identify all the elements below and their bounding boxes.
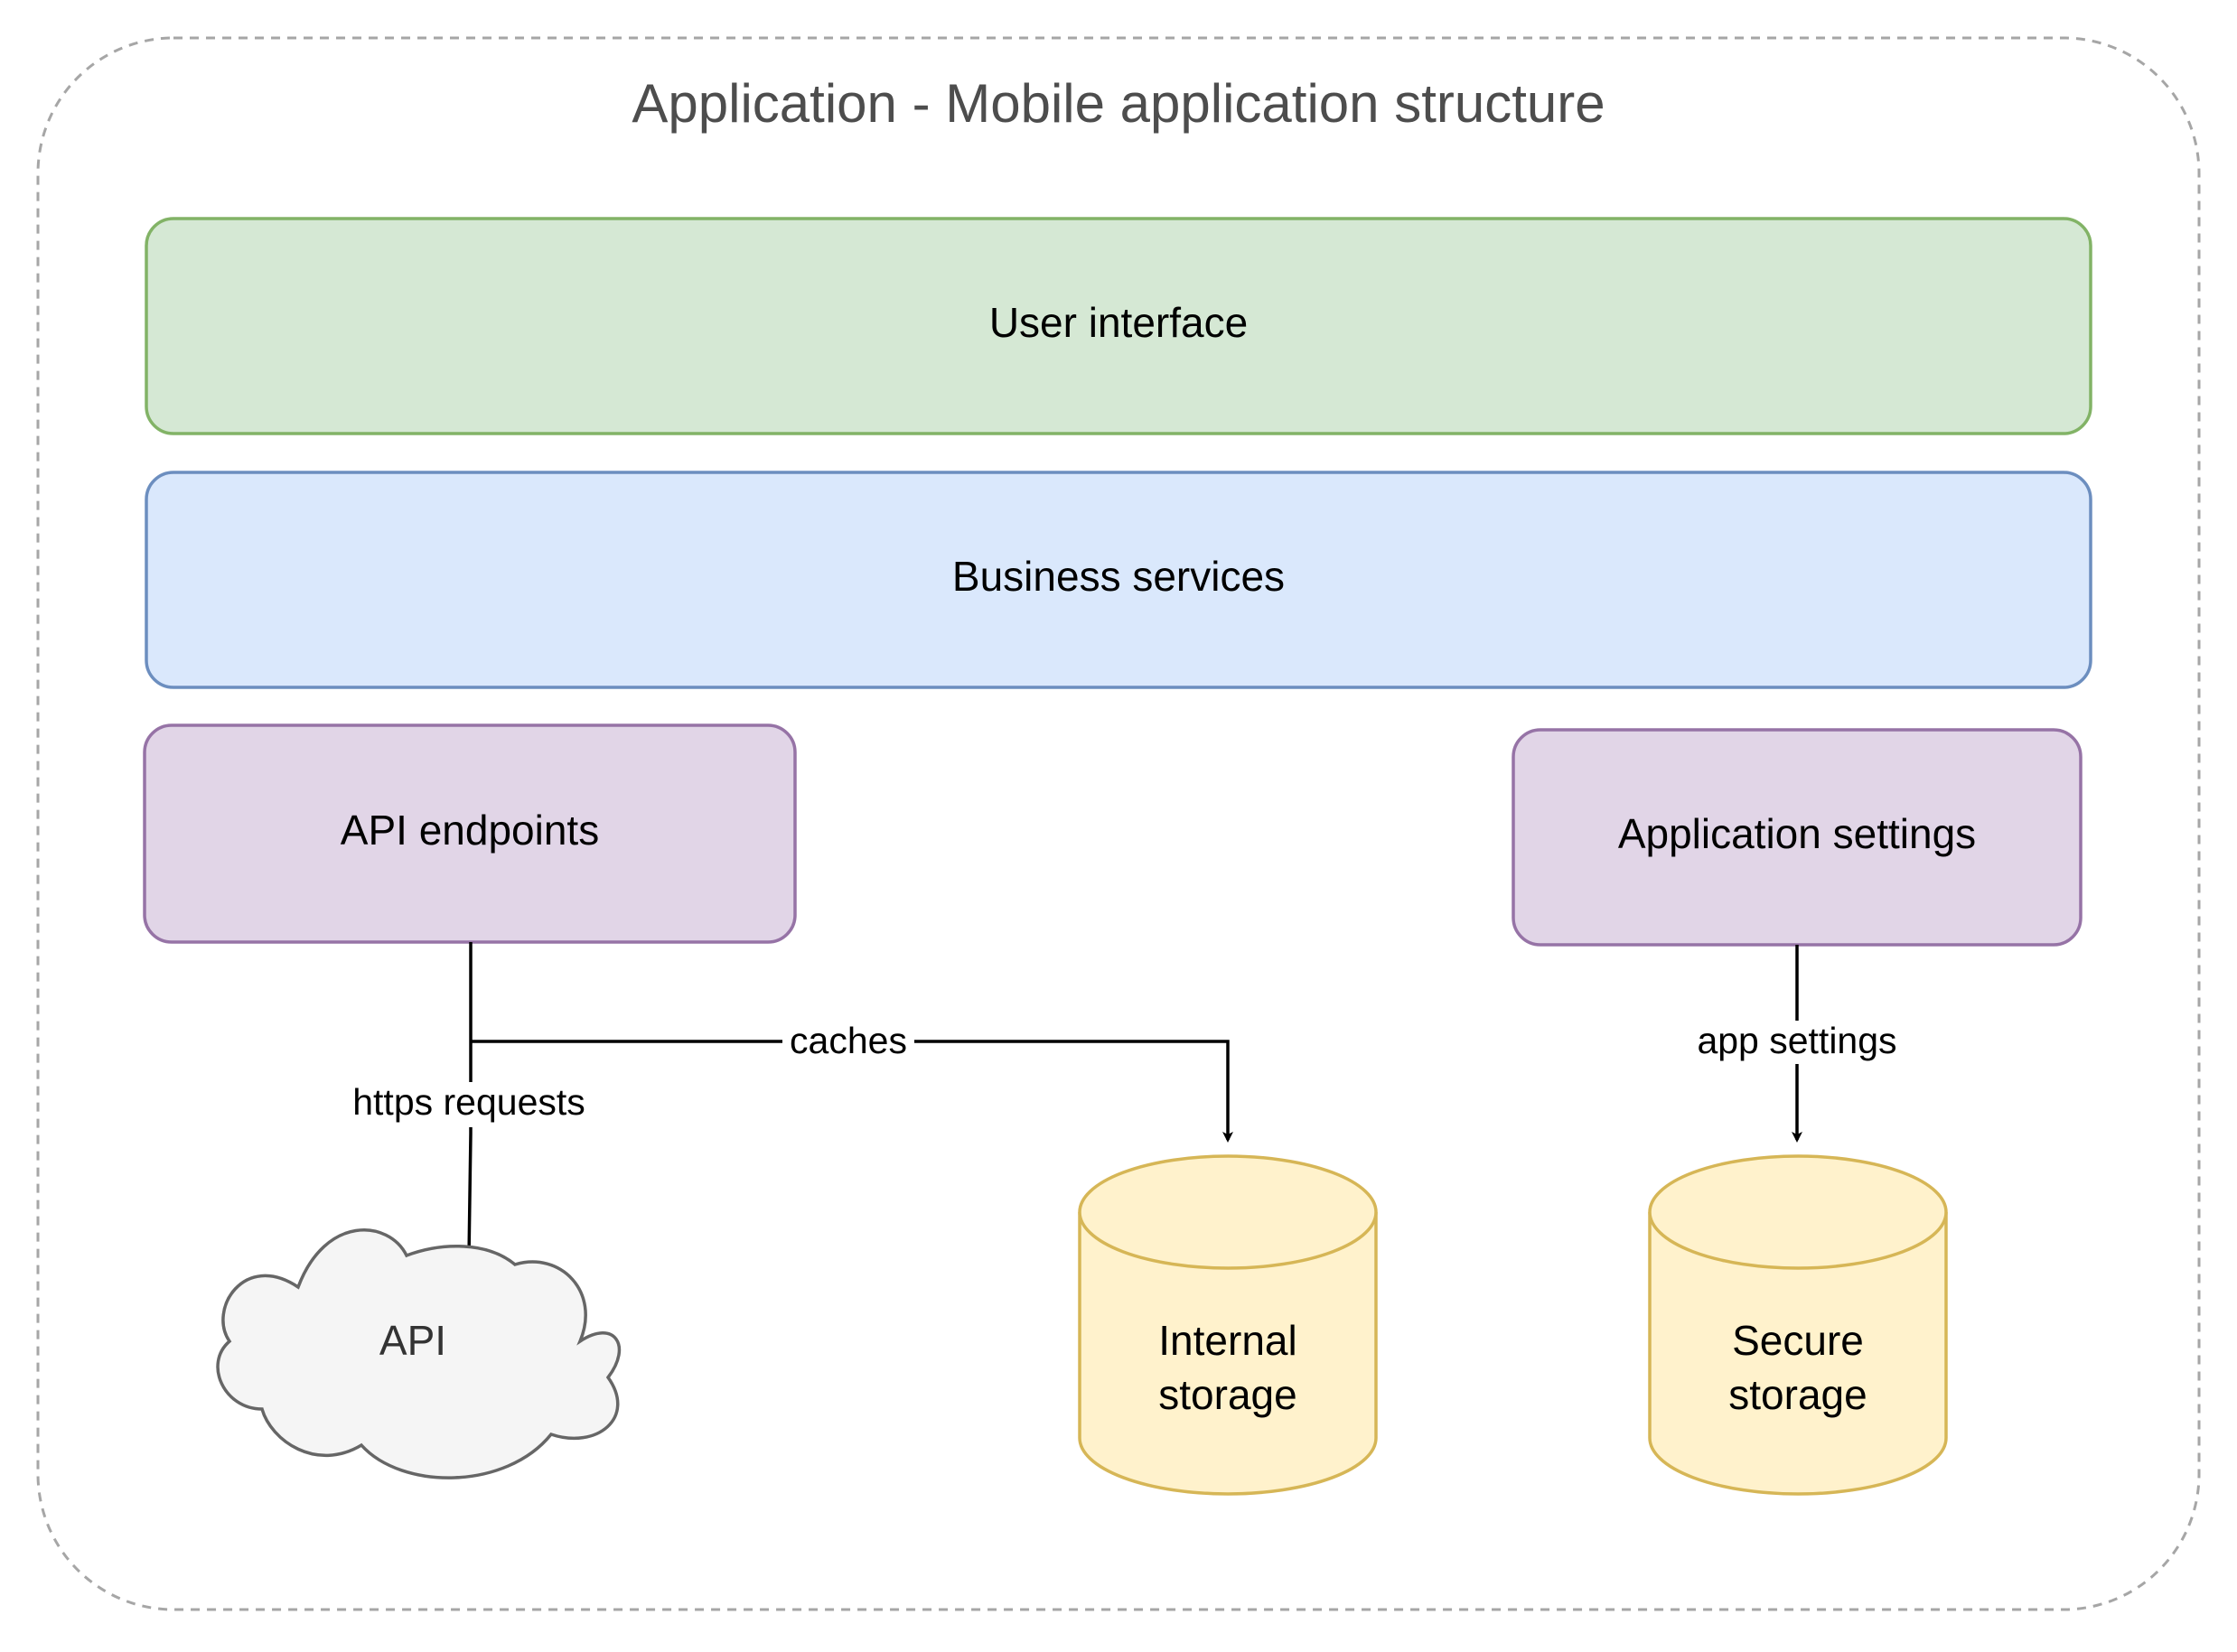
user-interface-node[interactable]: User interface — [145, 217, 2092, 435]
api-cloud-label: API — [379, 1317, 446, 1364]
database-icon — [1648, 1212, 1948, 1496]
api-endpoints-node[interactable]: API endpoints — [143, 723, 797, 944]
secure-storage-label-line2: storage — [1728, 1371, 1867, 1418]
api-cloud-node[interactable]: API — [216, 1228, 622, 1479]
edge-https-requests: https requests — [336, 942, 605, 1261]
diagram-title: Application - Mobile application structu… — [632, 73, 1605, 134]
secure-storage-label-line1: Secure — [1732, 1317, 1864, 1364]
application-settings-node[interactable]: Application settings — [1512, 728, 2083, 947]
application-settings-label: Application settings — [1618, 810, 1976, 857]
cloud-icon — [216, 1228, 622, 1479]
edge-label-caches: caches — [790, 1020, 907, 1061]
edge-caches: caches — [471, 1020, 1233, 1143]
user-interface-label: User interface — [989, 299, 1248, 346]
api-endpoints-label: API endpoints — [341, 807, 599, 854]
edge-label-app-settings: app settings — [1697, 1020, 1896, 1061]
business-services-label: Business services — [952, 553, 1285, 600]
edge-app-settings: app settings — [1686, 945, 1908, 1143]
database-icon — [1078, 1212, 1378, 1496]
internal-storage-node[interactable]: Internal storage — [1078, 1154, 1378, 1496]
business-services-node[interactable]: Business services — [145, 471, 2092, 689]
edge-label-https-requests: https requests — [352, 1081, 585, 1123]
internal-storage-label-line1: Internal — [1158, 1317, 1296, 1364]
secure-storage-node[interactable]: Secure storage — [1648, 1154, 1948, 1496]
internal-storage-label-line2: storage — [1158, 1371, 1296, 1418]
